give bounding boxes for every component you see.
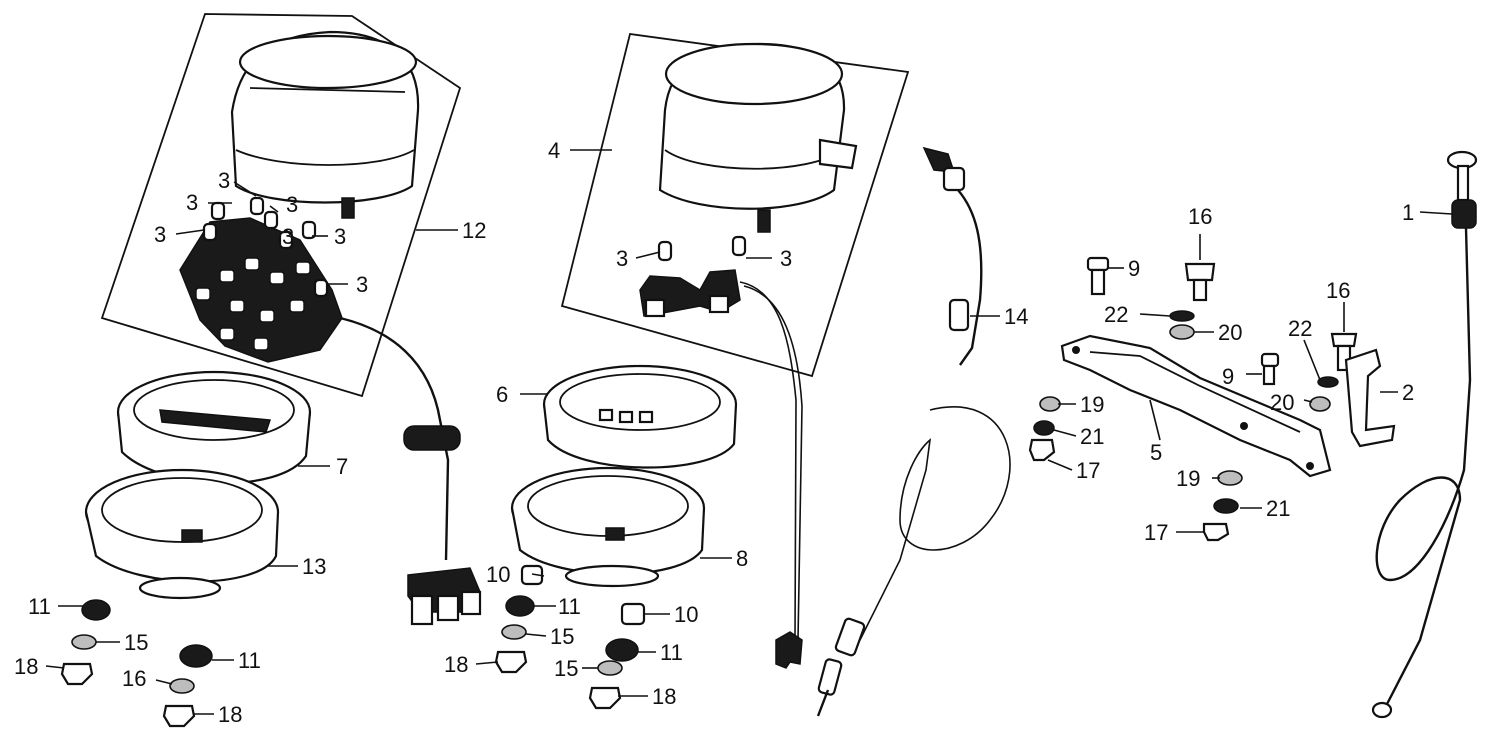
callout-11: 11 [660, 640, 683, 665]
callout-18: 18 [652, 684, 676, 709]
callout-20: 20 [1270, 390, 1294, 415]
callout-11: 11 [238, 648, 261, 673]
nut-18-right [588, 686, 622, 710]
washer-15-center [501, 624, 527, 640]
tachometer-body [230, 30, 420, 219]
callout-15: 15 [554, 656, 578, 681]
callout-20: 20 [1218, 320, 1242, 345]
callout-3: 3 [616, 246, 628, 271]
washer-20-lower [1309, 396, 1331, 412]
meter-bracket [1060, 334, 1332, 478]
washer-19-left [1039, 396, 1061, 412]
callout-15: 15 [550, 624, 574, 649]
tachometer-cable [816, 146, 1011, 717]
washer-21-left [1033, 420, 1055, 436]
callout-7: 7 [336, 454, 348, 479]
speedometer-housing-case [542, 364, 738, 469]
callout-9: 9 [1128, 256, 1140, 281]
callout-3: 3 [780, 246, 792, 271]
callout-19: 19 [1080, 392, 1104, 417]
nut-18-left [60, 662, 94, 686]
callout-1: 1 [1402, 200, 1414, 225]
grommet-11-mid [179, 644, 213, 668]
callout-labels: 12 3 3 3 3 3 3 3 3 4 7 13 6 8 11 15 18 1… [14, 138, 1414, 727]
washer-20-upper [1169, 324, 1195, 340]
callout-6: 6 [496, 382, 508, 407]
speedometer-wire-right [743, 285, 803, 641]
callout-17: 17 [1144, 520, 1168, 545]
tachometer-wire-harness [339, 316, 450, 561]
callout-21: 21 [1266, 496, 1290, 521]
callout-21: 21 [1080, 424, 1104, 449]
callout-17: 17 [1076, 458, 1100, 483]
washer-22-upper [1169, 310, 1195, 322]
speedometer-body [658, 42, 858, 233]
bolt-16-upper [1184, 262, 1216, 302]
callout-13: 13 [302, 554, 326, 579]
nut-17-right [1202, 522, 1230, 542]
speedometer-cable [1371, 150, 1478, 719]
callout-5: 5 [1150, 440, 1162, 465]
tachometer-bulb-sockets [179, 217, 343, 363]
callout-22: 22 [1288, 316, 1312, 341]
callout-22: 22 [1104, 302, 1128, 327]
tachometer-connector [407, 567, 482, 626]
tachometer-assembly-frame [100, 13, 462, 398]
washer-19-right [1217, 470, 1243, 486]
speedometer-sockets [639, 269, 741, 318]
callout-15: 15 [124, 630, 148, 655]
callout-19: 19 [1176, 466, 1200, 491]
callout-18: 18 [14, 654, 38, 679]
callout-3: 3 [218, 168, 230, 193]
nut-18-center [494, 650, 528, 674]
callout-4: 4 [548, 138, 560, 163]
collar-10-right [620, 602, 646, 626]
callout-3: 3 [286, 192, 298, 217]
callout-11: 11 [28, 594, 51, 619]
bolt-9-lower [1260, 352, 1280, 386]
washer-15-left [71, 634, 97, 650]
callout-10: 10 [674, 602, 698, 627]
nut-17-left [1028, 438, 1056, 462]
nut-18-mid [162, 704, 196, 728]
callout-11: 11 [558, 594, 581, 619]
callout-18: 18 [218, 702, 242, 727]
callout-16: 16 [122, 666, 146, 691]
washer-16-mid [169, 678, 195, 694]
grommet-11-center [505, 595, 535, 617]
speedometer-wire-terminals [775, 631, 803, 669]
speedometer-lower-case [510, 466, 706, 588]
callout-2: 2 [1402, 380, 1414, 405]
tachometer-lower-case [84, 468, 280, 600]
speedometer-bulbs [657, 235, 747, 262]
callout-8: 8 [736, 546, 748, 571]
leader-lines [45, 149, 1453, 715]
callout-16: 16 [1188, 204, 1212, 229]
grommet-11-right [605, 638, 639, 662]
callout-9: 9 [1222, 364, 1234, 389]
bolt-9-upper [1086, 256, 1110, 296]
grommet-11-left [81, 599, 111, 621]
callout-3: 3 [282, 224, 294, 249]
callout-3: 3 [334, 224, 346, 249]
callout-10: 10 [486, 562, 510, 587]
callout-12: 12 [462, 218, 486, 243]
speedometer-wire-left [739, 281, 797, 641]
callout-3: 3 [154, 222, 166, 247]
tachometer-housing-case [116, 370, 312, 485]
stay-bracket-2 [1344, 348, 1396, 448]
callout-3: 3 [186, 190, 198, 215]
callout-18: 18 [444, 652, 468, 677]
tachometer-bulbs [202, 196, 329, 298]
washer-21-right [1213, 498, 1239, 514]
callout-16: 16 [1326, 278, 1350, 303]
washer-15-right [597, 660, 623, 676]
harness-grommet [403, 425, 461, 451]
callout-3: 3 [356, 272, 368, 297]
washer-22-lower [1317, 376, 1339, 388]
callout-14: 14 [1004, 304, 1028, 329]
